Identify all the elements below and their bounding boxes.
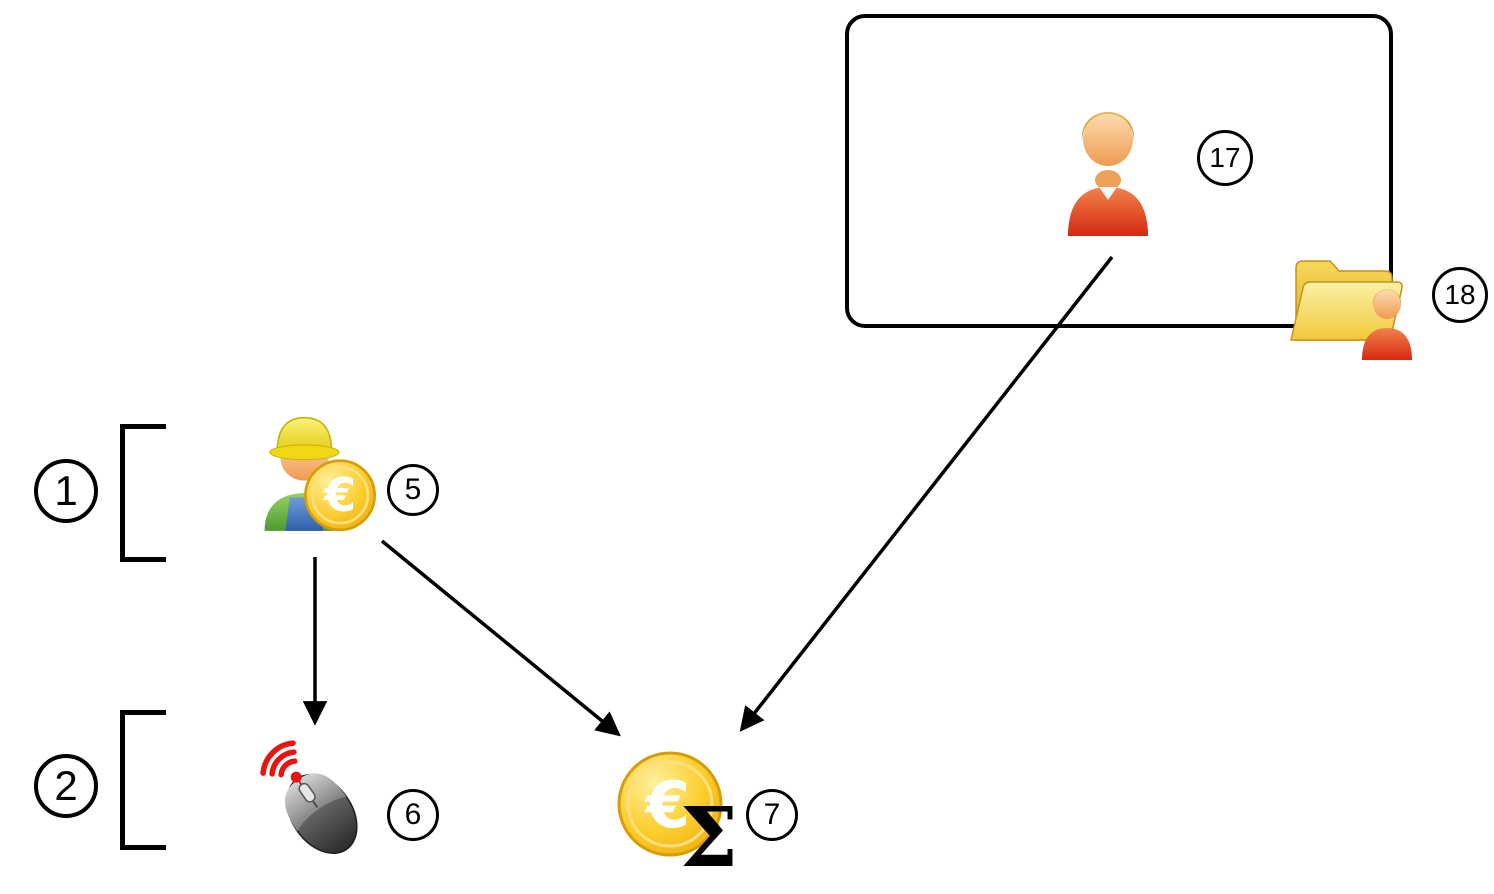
worker-euro-coin [304, 459, 376, 532]
badge-1: 1 [34, 459, 98, 523]
badge-5: 5 [387, 464, 439, 516]
euro-symbol: € [323, 468, 356, 522]
person-face [1083, 112, 1133, 166]
sigma-symbol: Σ [680, 790, 738, 877]
folder-front [1290, 281, 1403, 341]
badge-6: 6 [387, 789, 439, 841]
worker-helmet [276, 416, 333, 454]
badge-18: 18 [1432, 267, 1488, 323]
bracket-2 [120, 710, 166, 850]
badge-17: 17 [1197, 130, 1253, 186]
arrow-person-to-euro-sum [739, 255, 1114, 732]
arrow-worker-to-euro-sum [380, 539, 621, 737]
wireless-signal-icon [260, 740, 298, 778]
mouse-scroll-wheel [298, 782, 316, 803]
person-icon [1068, 112, 1148, 236]
folder-with-person-icon [1290, 260, 1412, 360]
folder-person [1362, 289, 1412, 360]
wireless-mouse-icon [260, 740, 358, 854]
badge-2: 2 [34, 754, 98, 818]
person-body [1068, 187, 1148, 236]
bracket-1 [120, 424, 166, 562]
badge-7: 7 [746, 789, 798, 841]
person-neck [1095, 170, 1121, 190]
euro-coin-with-sigma-icon: € Σ [617, 751, 738, 877]
mouse-led [290, 771, 302, 783]
worker-helmet-brim [269, 444, 340, 461]
sum-coin [617, 751, 723, 857]
rounded-box [845, 14, 1393, 328]
worker-with-euro-coin-icon: € [264, 416, 376, 532]
person-collar [1099, 187, 1117, 200]
euro-symbol: € [644, 769, 691, 843]
